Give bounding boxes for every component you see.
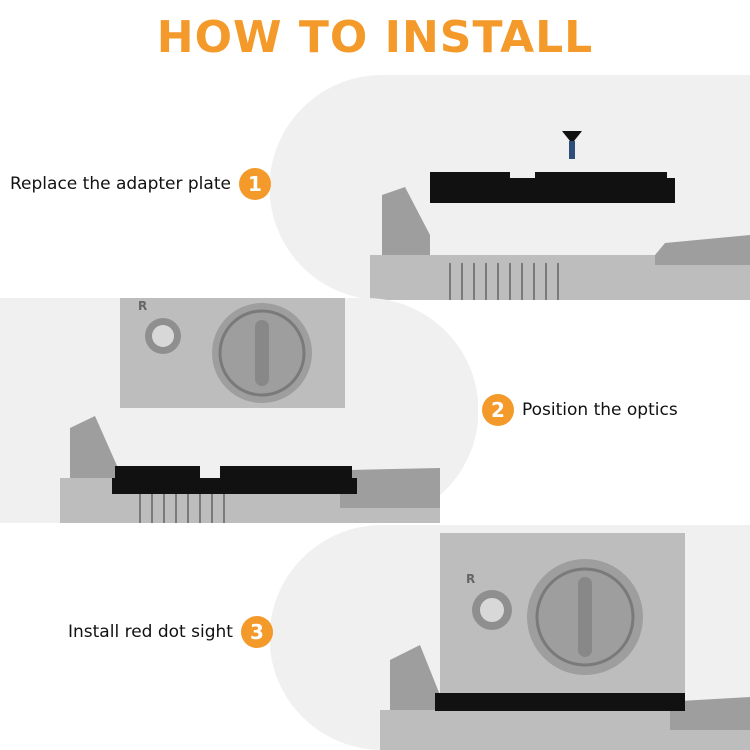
red-dot-sight-icon: R [270, 525, 750, 750]
step-2-badge: 2 [482, 394, 514, 426]
step-1-label: Replace the adapter plate [10, 174, 231, 194]
optic-positioning-icon: R [0, 298, 478, 523]
page-title: HOW TO INSTALL [156, 12, 594, 63]
step-3-image: R [270, 525, 750, 750]
step-3: Install red dot sight 3 [68, 616, 273, 648]
adjust-letter-r-2: R [466, 572, 475, 586]
step-2: 2 Position the optics [482, 394, 678, 426]
step-1-badge: 1 [238, 168, 271, 200]
adjust-letter-r: R [138, 299, 147, 313]
step-1: Replace the adapter plate 1 [10, 168, 271, 200]
step-1-image [270, 75, 750, 300]
step-3-badge: 3 [240, 616, 273, 648]
step-2-image: R [0, 298, 478, 523]
step-2-label: Position the optics [522, 400, 678, 420]
adapter-plate-icon [270, 75, 750, 300]
step-3-label: Install red dot sight [68, 622, 233, 642]
